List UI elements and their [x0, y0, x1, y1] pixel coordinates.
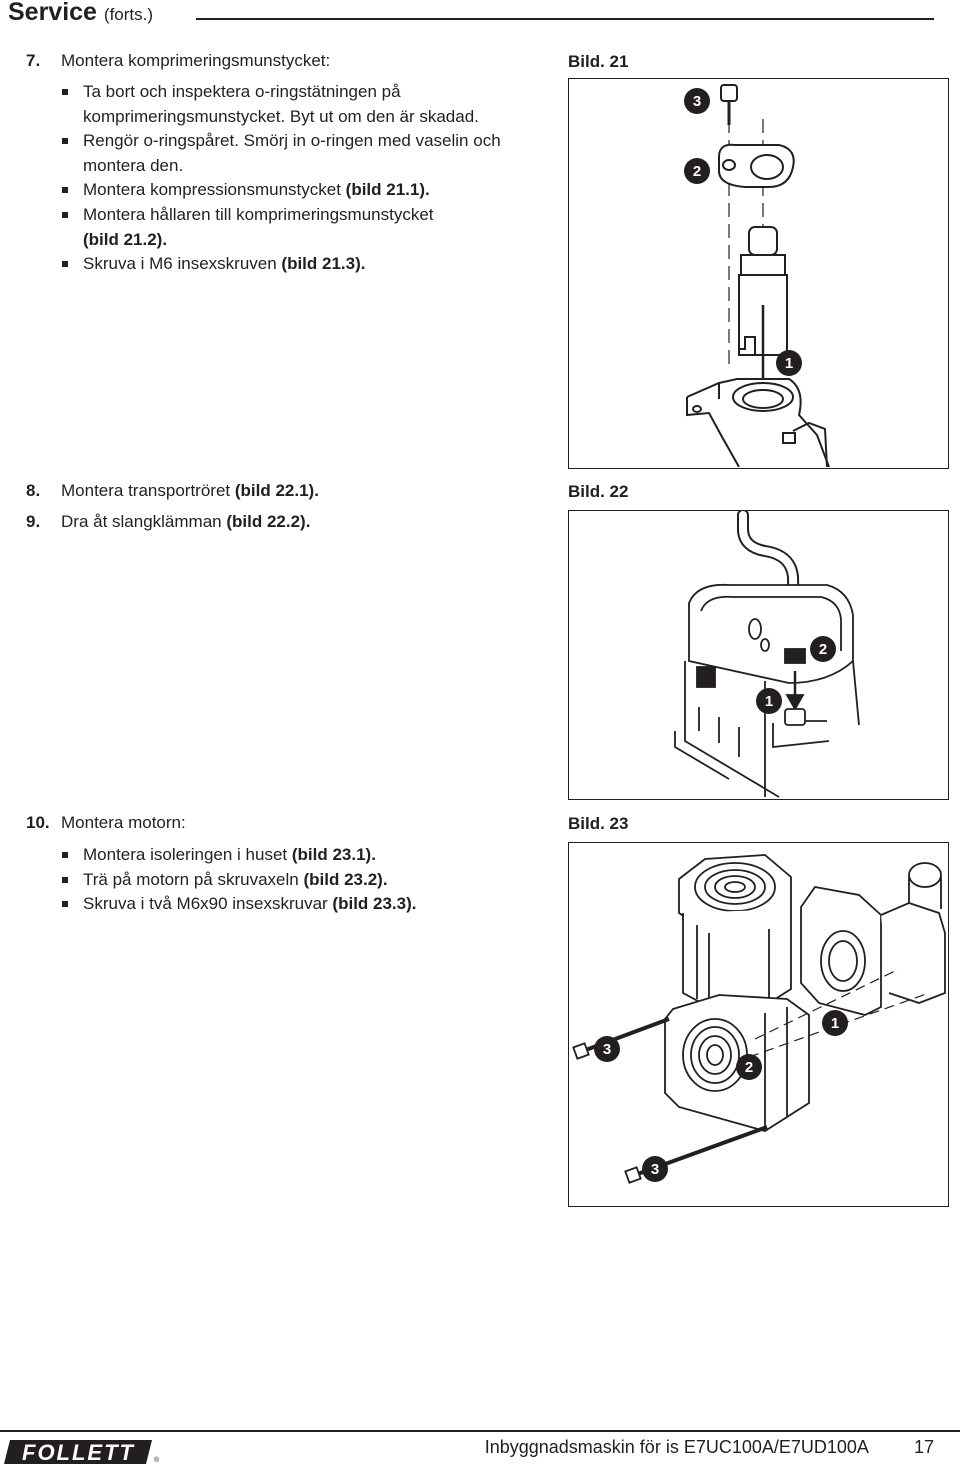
callout-number: 1	[765, 693, 773, 710]
document-title: Inbyggnadsmaskin för is E7UC100A/E7UD100…	[484, 1437, 868, 1457]
figure-reference: (bild 21.2).	[83, 229, 168, 249]
figure-reference: (bild 23.1).	[291, 845, 376, 864]
figure-22: 2 1	[568, 510, 949, 800]
figure-23-label: Bild. 23	[568, 814, 629, 833]
callout-1: 1	[756, 688, 782, 714]
callout-number: 2	[819, 641, 827, 658]
step-number: 10.	[26, 813, 50, 832]
nozzle-assembly-illustration: 3 2 1	[684, 84, 830, 467]
step-7: 7. Montera komprimeringsmunstycket:	[26, 48, 330, 74]
step-7-bullets: Ta bort och inspektera o-ringstätningen …	[60, 80, 550, 277]
list-item: Rengör o-ringspåret. Smörj in o-ringen m…	[60, 129, 550, 178]
step-number: 9.	[26, 512, 41, 531]
callout-1: 1	[822, 1010, 848, 1036]
step-10: 10. Montera motorn:	[26, 810, 186, 836]
list-item: Skruva i två M6x90 insexskruvar (bild 23…	[60, 892, 550, 917]
bullet-text: Montera hållaren till komprimeringsmunst…	[83, 204, 434, 224]
callout-2: 2	[684, 158, 710, 184]
brand-name: FOLLETT	[22, 1440, 135, 1465]
footer-rule	[0, 1430, 960, 1432]
list-item: Trä på motorn på skruvaxeln (bild 23.2).	[60, 868, 550, 893]
step-8: 8. Montera transportröret (bild 22.1).	[26, 478, 319, 504]
bullet-text: Trä på motorn på skruvaxeln	[83, 869, 304, 889]
bullet-text: Rengör o-ringspåret. Smörj in o-ringen m…	[83, 131, 501, 175]
step-number: 8.	[26, 481, 41, 500]
step-10-bullets: Montera isoleringen i huset (bild 23.1).…	[60, 843, 550, 917]
bullet-text: Montera kompressionsmunstycket	[83, 180, 346, 200]
header-title: Service	[8, 0, 97, 26]
step-number: 7.	[26, 51, 41, 70]
motor-assembly-illustration: 1 3 2 3	[572, 854, 946, 1184]
step-text: Montera transportröret	[61, 481, 235, 500]
page-header: Service (forts.)	[8, 0, 153, 27]
brand-logo: FOLLETT ®	[4, 1440, 160, 1465]
list-item: Montera hållaren till komprimeringsmunst…	[60, 203, 550, 252]
callout-number: 3	[603, 1041, 611, 1058]
bullet-text: Skruva i M6 insexskruven	[83, 254, 282, 274]
list-item: Skruva i M6 insexskruven (bild 21.3).	[60, 252, 550, 277]
callout-number: 3	[693, 93, 701, 110]
callout-1: 1	[776, 350, 802, 376]
figure-reference: (bild 21.1).	[345, 180, 430, 200]
list-item: Montera kompressionsmunstycket (bild 21.…	[60, 178, 550, 203]
bullet-text: Ta bort och inspektera o-ringstätningen …	[83, 82, 479, 126]
callout-number: 2	[745, 1059, 753, 1076]
list-item: Ta bort och inspektera o-ringstätningen …	[60, 80, 550, 129]
step-text: Dra åt slangklämman	[61, 512, 227, 531]
transport-tube-illustration: 2 1	[674, 511, 860, 798]
callout-3: 3	[684, 88, 710, 114]
step-9: 9. Dra åt slangklämman (bild 22.2).	[26, 509, 310, 535]
callout-number: 2	[693, 163, 701, 180]
bullet-text: Skruva i två M6x90 insexskruvar	[83, 894, 333, 914]
callout-3: 3	[594, 1036, 620, 1062]
callout-2: 2	[810, 636, 836, 662]
follett-logo: FOLLETT ®	[2, 1438, 162, 1471]
figure-reference: (bild 23.2).	[303, 869, 388, 889]
figure-22-label: Bild. 22	[568, 482, 629, 501]
figure-21: 3 2 1	[568, 78, 949, 469]
callout-number: 3	[651, 1161, 659, 1178]
header-subtitle: (forts.)	[103, 5, 154, 24]
figure-23: 1 3 2 3	[568, 842, 949, 1207]
figure-reference: (bild 22.1).	[234, 481, 319, 500]
figure-21-label: Bild. 21	[568, 52, 629, 71]
callout-number: 1	[831, 1015, 839, 1032]
figure-reference: (bild 21.3).	[281, 254, 366, 274]
figure-reference: (bild 23.3).	[332, 894, 417, 914]
footer-title: Inbyggnadsmaskin för is E7UC100A/E7UD100…	[485, 1437, 934, 1458]
header-rule	[196, 18, 934, 20]
bullet-text: Montera isoleringen i huset	[83, 845, 292, 864]
callout-2: 2	[736, 1054, 762, 1080]
figure-reference: (bild 22.2).	[226, 512, 311, 531]
step-title: Montera komprimeringsmunstycket:	[61, 51, 331, 70]
callout-3: 3	[642, 1156, 668, 1182]
svg-text:®: ®	[154, 1456, 160, 1464]
step-title: Montera motorn:	[61, 813, 186, 832]
callout-number: 1	[785, 355, 793, 372]
list-item: Montera isoleringen i huset (bild 23.1).	[60, 843, 550, 868]
page-number: 17	[913, 1437, 934, 1457]
